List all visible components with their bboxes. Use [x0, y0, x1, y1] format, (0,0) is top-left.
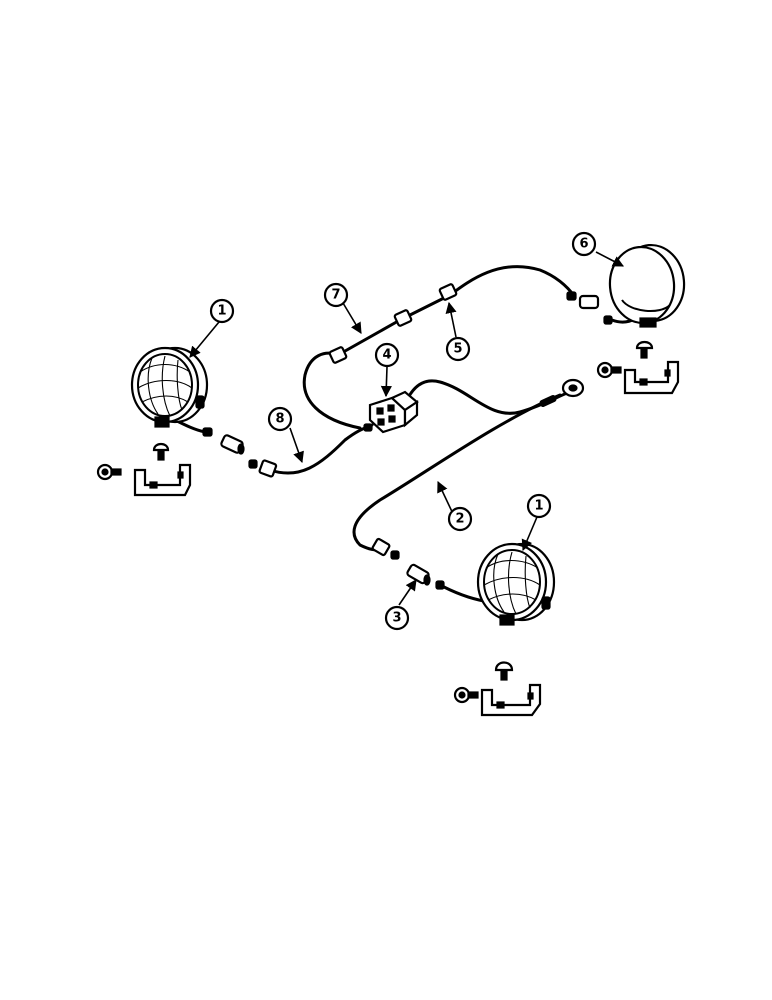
svg-text:8: 8 [275, 412, 284, 427]
work-lamp-rear [608, 243, 686, 328]
svg-text:6: 6 [579, 237, 588, 252]
callout-1-left-lamp: 1 [209, 298, 235, 324]
svg-text:3: 3 [392, 611, 401, 626]
callout-7: 7 [323, 282, 349, 308]
work-lamp-left [130, 346, 209, 428]
leader-lines [189, 251, 624, 606]
mounting-bracket-rear [596, 340, 680, 395]
callout-5: 5 [445, 336, 471, 362]
svg-text:4: 4 [382, 348, 391, 363]
wire-harness-8 [248, 423, 374, 478]
mounting-bracket-lower [453, 661, 542, 717]
connector-block-4 [363, 390, 419, 434]
svg-text:7: 7 [331, 288, 340, 303]
svg-text:5: 5 [453, 342, 462, 357]
callout-2: 2 [447, 506, 473, 532]
svg-text:2: 2 [455, 512, 464, 527]
svg-text:1: 1 [217, 304, 226, 319]
inline-connector-left [173, 418, 245, 455]
callout-4: 4 [374, 342, 400, 368]
callout-1-lower-lamp: 1 [526, 493, 552, 519]
svg-text:1: 1 [534, 499, 543, 514]
wire-harness-2 [352, 378, 585, 560]
callout-3: 3 [384, 605, 410, 631]
wire-harness-7-5 [302, 265, 642, 430]
work-lamp-lower [476, 542, 556, 626]
callout-6: 6 [571, 231, 597, 257]
callout-8: 8 [267, 406, 293, 432]
mounting-bracket-left [96, 442, 192, 497]
